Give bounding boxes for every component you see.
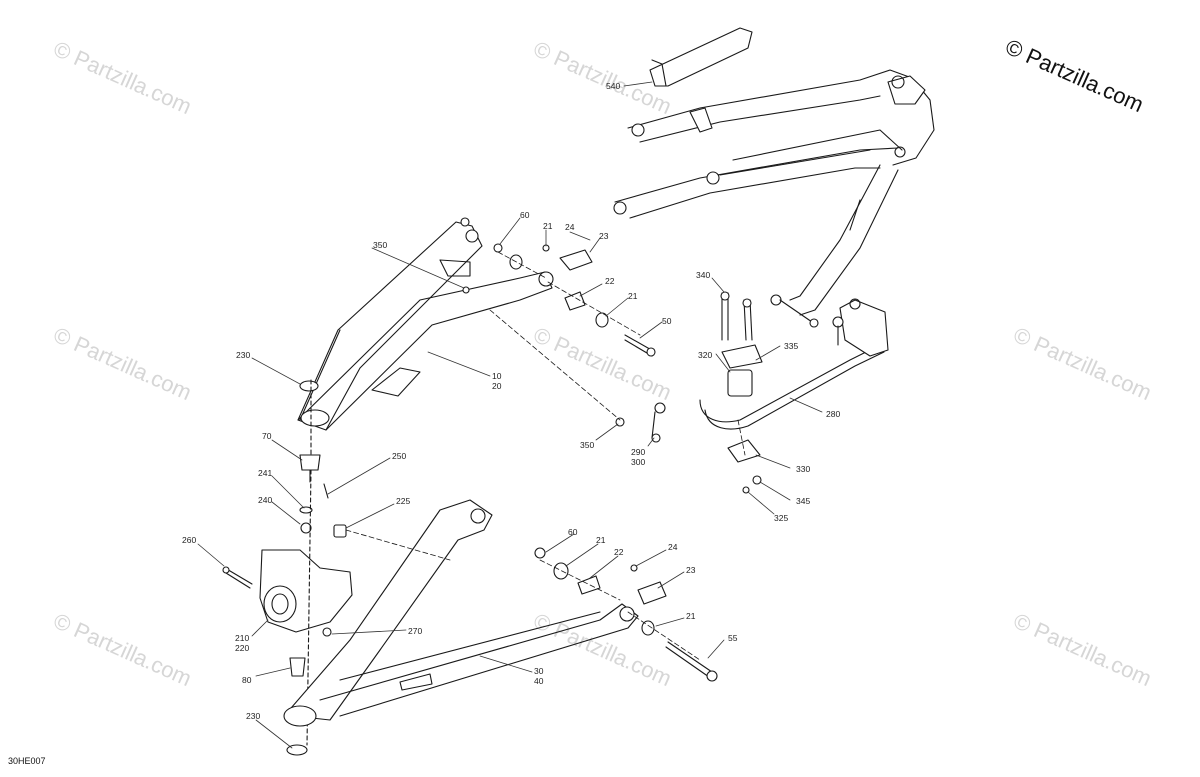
callout-24: 24 bbox=[565, 222, 575, 232]
callout-20: 20 bbox=[492, 381, 502, 391]
callout-320: 320 bbox=[698, 350, 713, 360]
callout-280: 280 bbox=[826, 409, 841, 419]
callout-22: 22 bbox=[614, 547, 624, 557]
callout-350: 350 bbox=[373, 240, 388, 250]
sway-bar-link bbox=[615, 402, 666, 443]
callout-540: 540 bbox=[606, 81, 621, 91]
callout-230: 230 bbox=[246, 711, 261, 721]
callout-241: 241 bbox=[258, 468, 273, 478]
callout-30: 30 bbox=[534, 666, 544, 676]
callout-70: 70 bbox=[262, 431, 272, 441]
callout-220: 220 bbox=[235, 643, 250, 653]
callout-23: 23 bbox=[599, 231, 609, 241]
callout-350: 350 bbox=[580, 440, 595, 450]
lower-a-arm bbox=[283, 499, 639, 727]
trailing-arm-assembly bbox=[613, 27, 935, 328]
callout-21: 21 bbox=[596, 535, 606, 545]
callout-50: 50 bbox=[662, 316, 672, 326]
callout-340: 340 bbox=[696, 270, 711, 280]
callout-21: 21 bbox=[686, 611, 696, 621]
callout-260: 260 bbox=[182, 535, 197, 545]
callout-240: 240 bbox=[258, 495, 273, 505]
callout-55: 55 bbox=[728, 633, 738, 643]
callout-335: 335 bbox=[784, 341, 799, 351]
callout-250: 250 bbox=[392, 451, 407, 461]
callout-80: 80 bbox=[242, 675, 252, 685]
callout-22: 22 bbox=[605, 276, 615, 286]
sway-bar bbox=[699, 291, 889, 494]
callout-24: 24 bbox=[668, 542, 678, 552]
alignment-lines bbox=[345, 251, 746, 661]
callout-330: 330 bbox=[796, 464, 811, 474]
callout-210: 210 bbox=[235, 633, 250, 643]
drawing-code: 30HE007 bbox=[8, 756, 46, 766]
callout-10: 10 bbox=[492, 371, 502, 381]
callout-23: 23 bbox=[686, 565, 696, 575]
callout-40: 40 bbox=[534, 676, 544, 686]
callout-325: 325 bbox=[774, 513, 789, 523]
callout-270: 270 bbox=[408, 626, 423, 636]
upper-a-arm bbox=[297, 217, 554, 431]
callout-21: 21 bbox=[628, 291, 638, 301]
callout-21: 21 bbox=[543, 221, 553, 231]
callout-345: 345 bbox=[796, 496, 811, 506]
callout-225: 225 bbox=[396, 496, 411, 506]
leader-lines bbox=[197, 81, 823, 749]
callout-60: 60 bbox=[568, 527, 578, 537]
callout-60: 60 bbox=[520, 210, 530, 220]
callout-300: 300 bbox=[631, 457, 646, 467]
callout-290: 290 bbox=[631, 447, 646, 457]
callout-230: 230 bbox=[236, 350, 251, 360]
